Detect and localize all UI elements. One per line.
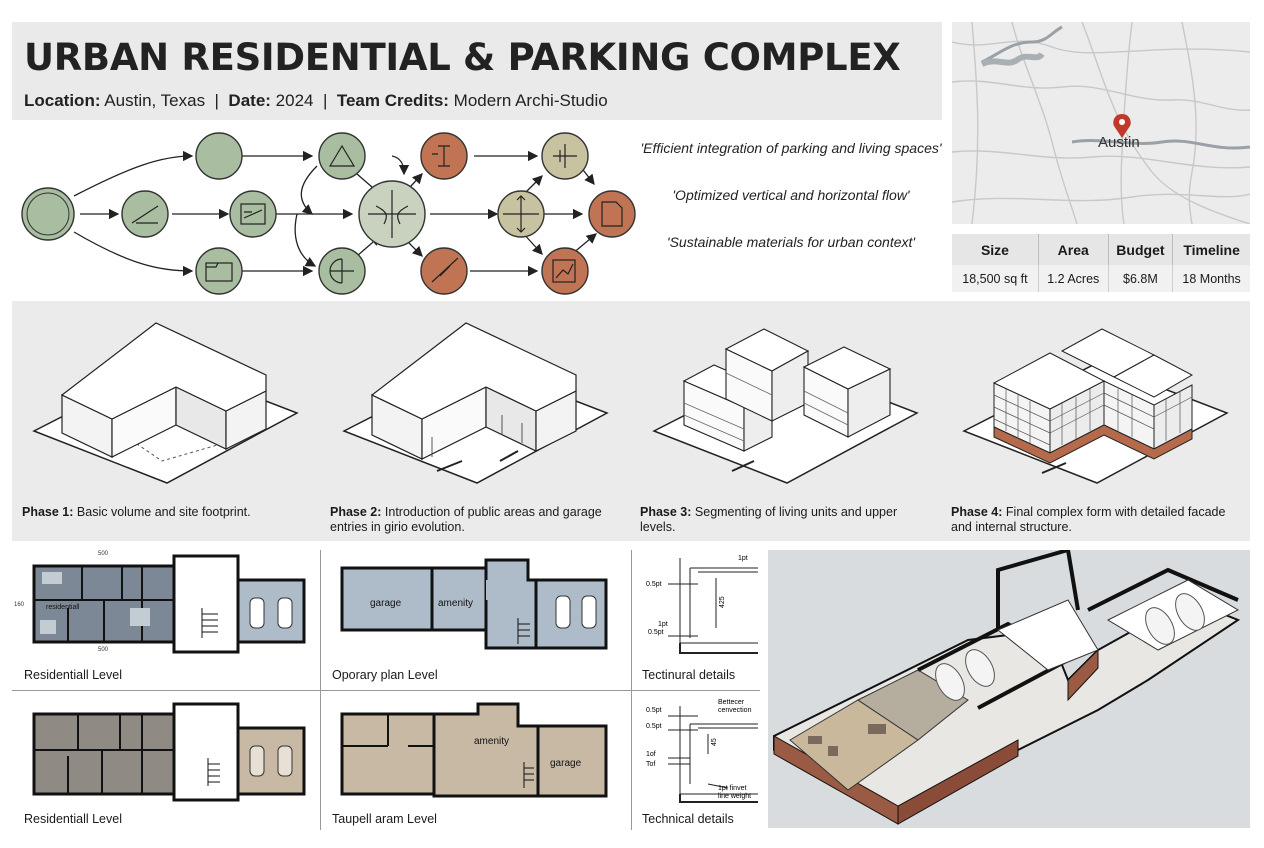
detail-note: 0.5pt (646, 707, 662, 714)
dim-label: 500 (98, 551, 109, 557)
phase-label: Phase 4: (951, 505, 1003, 519)
flow-node (195, 247, 243, 295)
team-label: Team Credits: (336, 91, 449, 110)
phase-1 (12, 301, 322, 541)
residential-plan-top: 500 500 160 residentiall (14, 551, 306, 654)
detail-note: cenvection (718, 707, 752, 714)
date-value: 2024 (275, 91, 314, 110)
phase-label: Phase 1: (22, 505, 74, 519)
phase-3-massing (652, 328, 919, 484)
detail-note: 0.5pt (648, 629, 664, 636)
spec-header: Budget (1108, 234, 1174, 266)
detail-note: 0.5pt (646, 581, 662, 588)
technical-detail-top: 1pt 0.5pt 1pt 0.5pt 425 (646, 555, 758, 654)
phase-text: Final complex form with detailed facade … (951, 505, 1226, 534)
plan-label: Oporary plan Level (332, 668, 438, 682)
map-pin-icon (1113, 114, 1131, 138)
detail-label: Technical details (642, 812, 734, 826)
project-specs-table: Size Area Budget Timeline 18,500 sq ft 1… (952, 234, 1250, 292)
room-label: amenity (438, 598, 473, 609)
spec-value: 18,500 sq ft (952, 265, 1039, 292)
spec-value: $6.8M (1108, 265, 1174, 292)
phase-2 (322, 301, 632, 541)
room-label: residentiall (46, 604, 80, 611)
quote: 'Optimized vertical and horizontal flow' (672, 187, 910, 203)
location-value: Austin, Texas (104, 91, 206, 110)
date-label: Date: (228, 91, 271, 110)
detail-note: Tof (646, 761, 655, 768)
phase-text: Segmenting of living units and upper lev… (640, 505, 898, 534)
residential-plan-bottom (32, 702, 306, 802)
detail-note: 1of (646, 751, 656, 758)
process-flow-diagram (21, 132, 636, 295)
plan-label: Residentiall Level (24, 668, 122, 682)
quote: 'Sustainable materials for urban context… (666, 234, 916, 250)
phase-text: Basic volume and site footprint. (76, 505, 251, 519)
map-city-label: Austin (1098, 134, 1140, 151)
spec-header: Size (952, 234, 1039, 266)
technical-detail-bottom: Bettecer cenvection 0.5pt 0.5pt 1of Tof … (646, 699, 758, 803)
location-map[interactable]: Austin (952, 22, 1250, 224)
design-quotes: 'Efficient integration of parking and li… (640, 140, 942, 281)
room-label: garage (370, 598, 402, 609)
detail-note: 1pt finvet (718, 785, 746, 792)
room-label: amenity (474, 736, 509, 747)
phase-2-massing (342, 322, 609, 484)
massing-phases-panel: Phase 1: Basic volume and site footprint… (12, 301, 1250, 541)
flow-node-end (588, 190, 636, 238)
plan-label: Taupell aram Level (332, 812, 437, 826)
location-label: Location: (24, 91, 101, 110)
detail-note: 1pt (658, 621, 668, 628)
detail-dim: 425 (719, 596, 726, 608)
plan-label: Residentiall Level (24, 812, 122, 826)
dim-label: 500 (98, 647, 109, 653)
room-label: garage (550, 758, 582, 769)
flow-node (195, 132, 243, 180)
phase-1-massing (32, 322, 299, 484)
detail-note: Bettecer (718, 699, 745, 706)
amenity-plan-bottom: amenity garage (340, 702, 608, 798)
phase-4-caption: Phase 4: Final complex form with detaile… (951, 505, 1243, 535)
spec-value: 18 Months (1172, 265, 1250, 292)
separator: | (214, 91, 219, 110)
map-roads (952, 22, 1250, 224)
title-banner: URBAN RESIDENTIAL & PARKING COMPLEX Loca… (12, 22, 942, 120)
detail-note: 0.5pt (646, 723, 662, 730)
grid-divider (12, 690, 760, 691)
phase-3-caption: Phase 3: Segmenting of living units and … (640, 505, 932, 535)
phase-2-caption: Phase 2: Introduction of public areas an… (330, 505, 622, 535)
phase-label: Phase 2: (330, 505, 382, 519)
team-value: Modern Archi-Studio (453, 91, 608, 110)
detail-dim: 45 (711, 738, 718, 746)
floor-plans-grid: 500 500 160 residentiall Residentiall Le… (12, 548, 760, 830)
phase-1-caption: Phase 1: Basic volume and site footprint… (22, 505, 314, 520)
phase-3 (632, 301, 942, 541)
spec-header: Area (1038, 234, 1109, 266)
quote: 'Efficient integration of parking and li… (640, 140, 942, 156)
phase-4 (942, 301, 1252, 541)
isometric-cutaway-render (768, 550, 1250, 828)
phase-label: Phase 3: (640, 505, 692, 519)
spec-header: Timeline (1172, 234, 1250, 266)
phase-4-massing (962, 328, 1229, 484)
amenity-plan-top: garage amenity (340, 558, 608, 650)
project-meta: Location: Austin, Texas | Date: 2024 | T… (24, 91, 930, 111)
detail-note: line weight (718, 793, 751, 800)
flow-node (318, 132, 366, 180)
detail-label: Tectinural details (642, 668, 736, 682)
phase-text: Introduction of public areas and garage … (330, 505, 602, 534)
dim-label: 160 (14, 602, 25, 608)
separator: | (322, 91, 328, 110)
spec-value: 1.2 Acres (1038, 265, 1109, 292)
cutaway-model (773, 550, 1241, 825)
page-title: URBAN RESIDENTIAL & PARKING COMPLEX (24, 36, 901, 79)
detail-note: 1pt (738, 555, 748, 562)
